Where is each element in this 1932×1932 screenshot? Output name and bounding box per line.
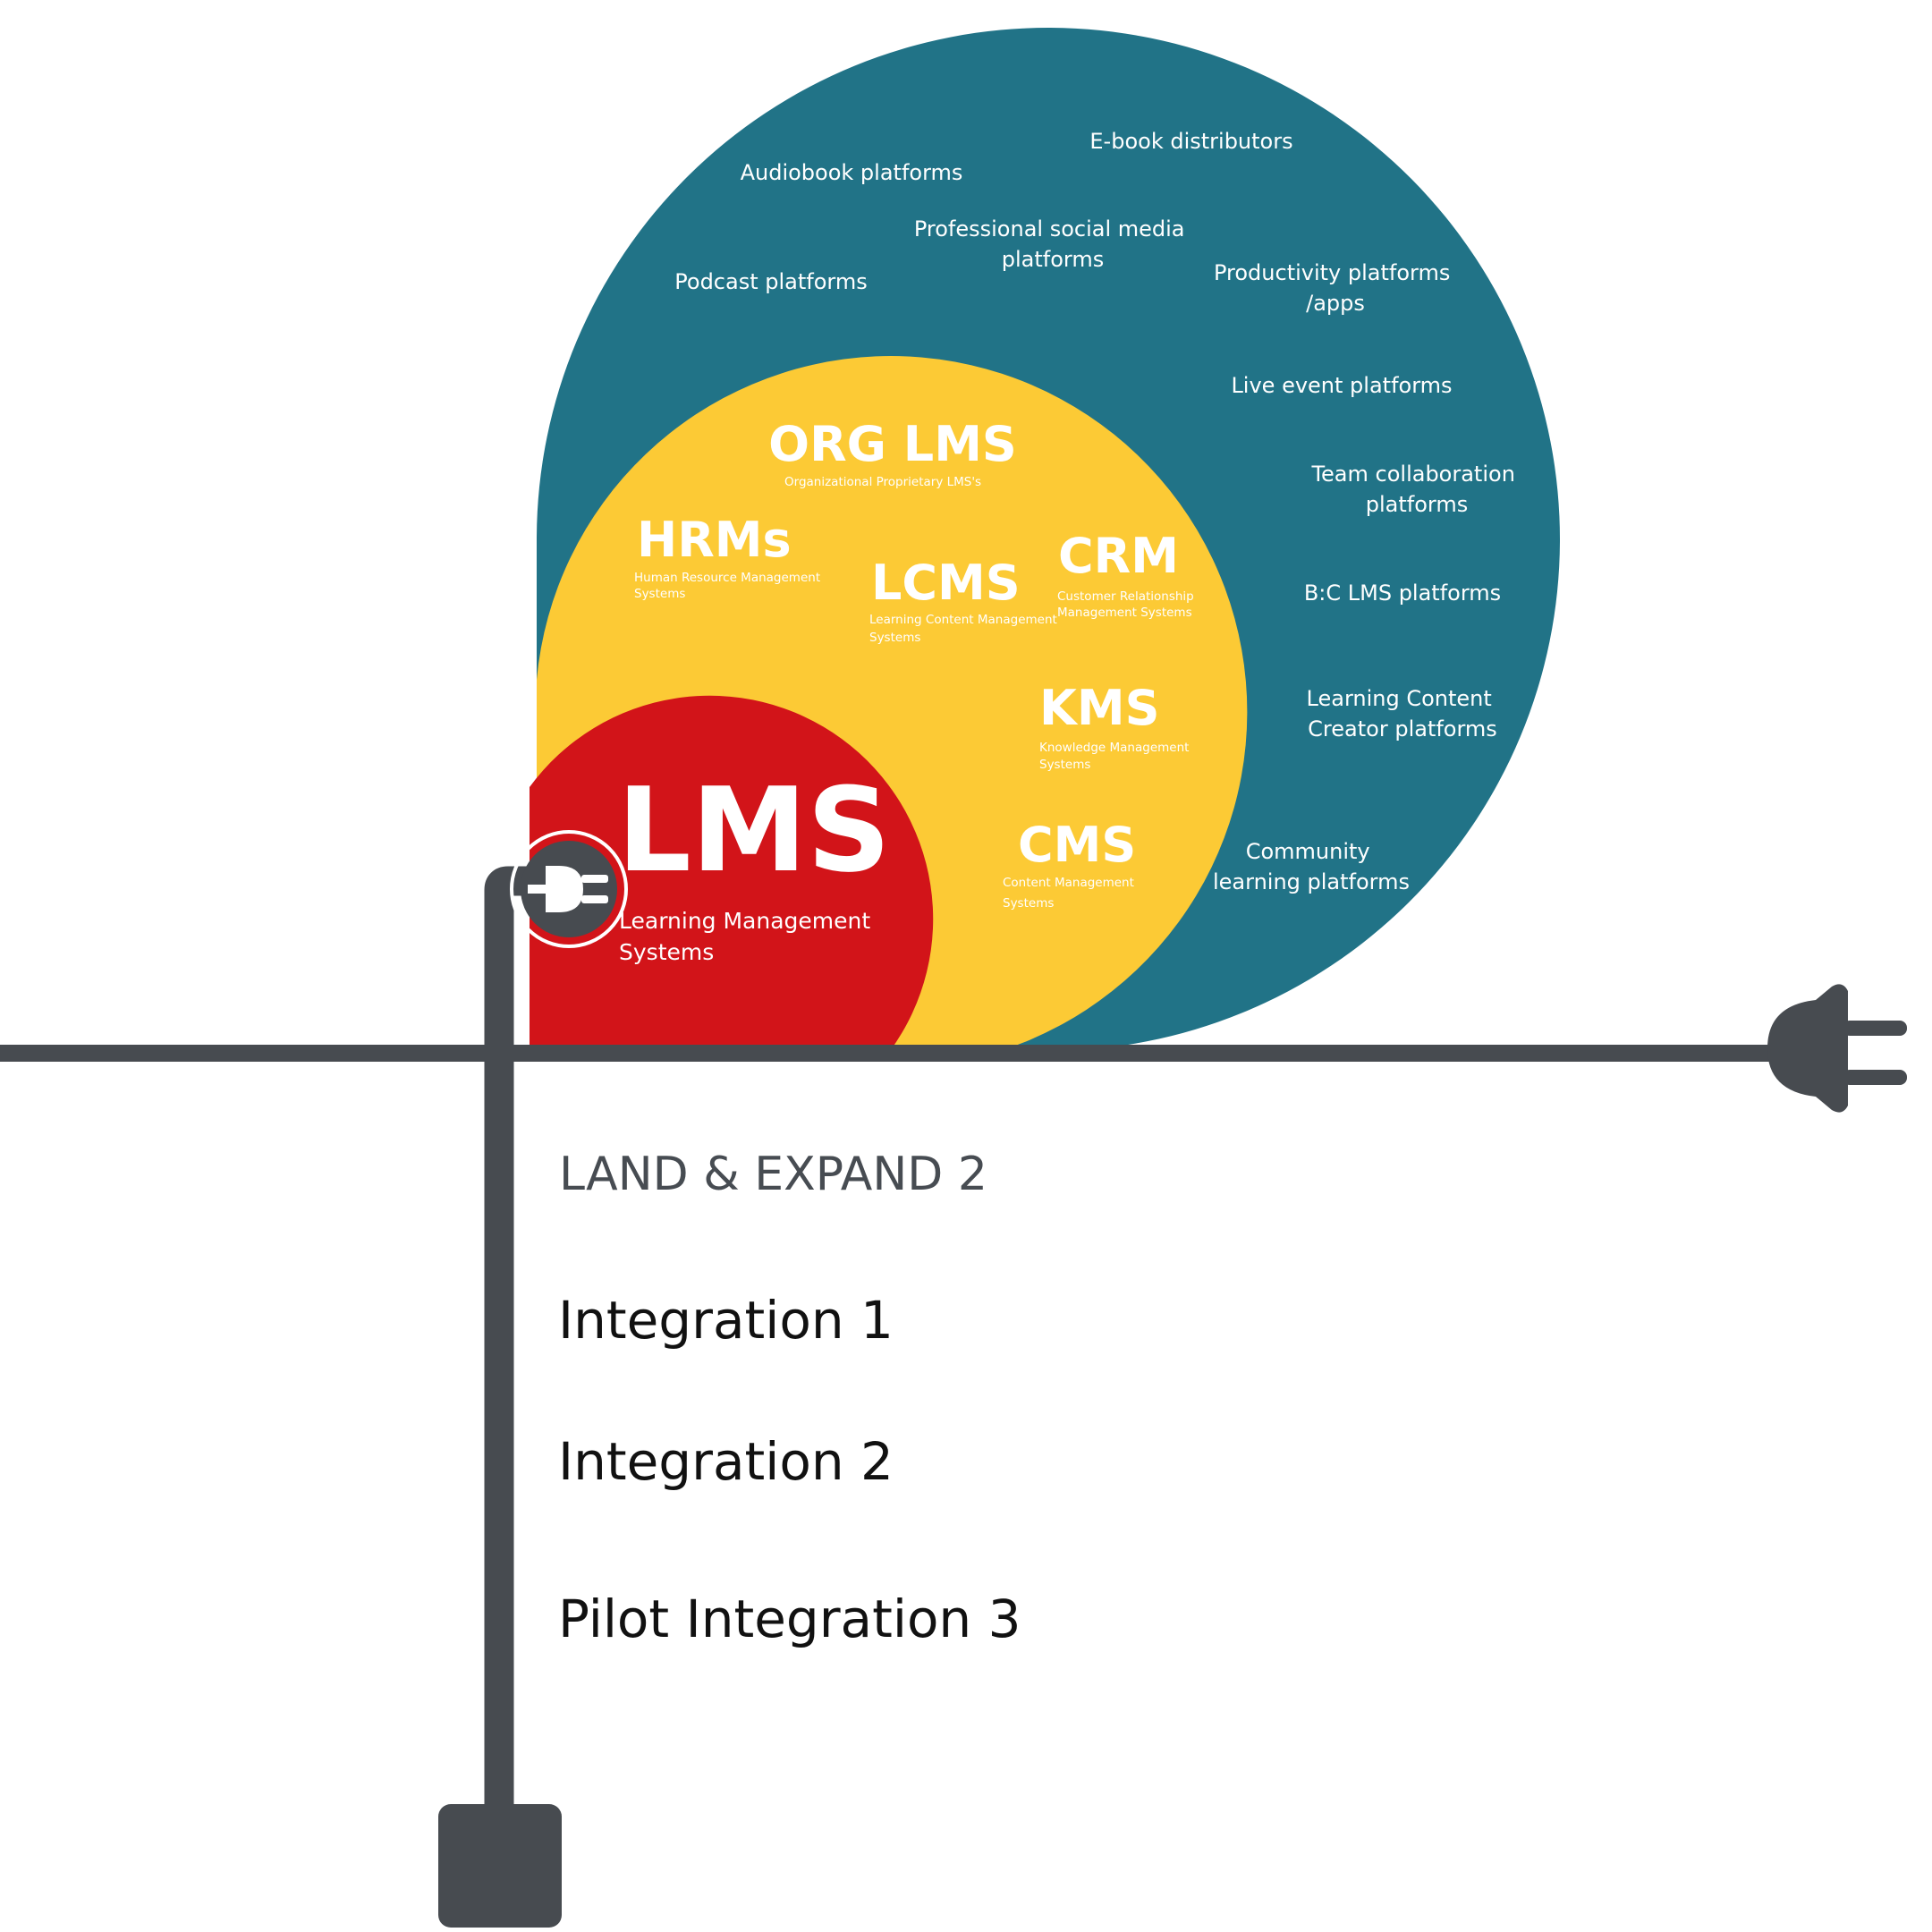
kms-label: KMS Knowledge Management Systems xyxy=(1039,680,1193,772)
svg-text:Learning Content Management: Learning Content Management Systems xyxy=(869,613,1061,645)
svg-text:LCMS: LCMS xyxy=(871,555,1021,611)
label-audiobook-platforms: Audiobook platforms xyxy=(741,160,963,185)
svg-text:ORG LMS: ORG LMS xyxy=(768,416,1017,472)
label-productivity-platforms: Productivity platforms /apps xyxy=(1214,260,1457,316)
cms-label: CMS Content Management Systems xyxy=(1003,817,1138,911)
label-ebook-distributors: E-book distributors xyxy=(1089,129,1292,154)
integration-item-1: Integration 1 xyxy=(558,1290,894,1351)
label-bc-lms-platforms: B:C LMS platforms xyxy=(1304,580,1501,606)
svg-text:KMS: KMS xyxy=(1039,680,1159,736)
lcms-label: LCMS Learning Content Management Systems xyxy=(869,555,1061,645)
plug-icon xyxy=(510,830,628,948)
label-learning-content-creator: Learning Content Creator platforms xyxy=(1307,686,1499,741)
core-circle xyxy=(530,695,934,1051)
svg-text:HRMs: HRMs xyxy=(637,512,792,568)
label-live-event-platforms: Live event platforms xyxy=(1231,373,1452,398)
svg-text:Content Management Sys: Content Management Systems xyxy=(1003,876,1138,911)
integration-item-2: Integration 2 xyxy=(558,1431,894,1492)
vertical-cable xyxy=(484,866,537,1816)
land-expand-heading: LAND & EXPAND 2 xyxy=(559,1148,987,1201)
outer-ring-labels: Audiobook platforms E-book distributors … xyxy=(674,129,1521,894)
integration-item-3: Pilot Integration 3 xyxy=(558,1589,1021,1649)
middle-ring-labels: ORG LMS Organizational Proprietary LMS's… xyxy=(634,416,1198,911)
svg-text:Human Resource Management: Human Resource Management Systems xyxy=(634,571,824,601)
org-lms-label: ORG LMS Organizational Proprietary LMS's xyxy=(768,416,1017,489)
svg-text:Customer Relationship: Customer Relationship Management Systems xyxy=(1057,589,1198,620)
label-podcast-platforms: Podcast platforms xyxy=(674,269,867,294)
wall-socket-icon xyxy=(438,1804,562,1928)
label-professional-social-media: Professional social media platforms xyxy=(914,216,1191,272)
hrms-label: HRMs Human Resource Management Systems xyxy=(634,512,824,601)
svg-text:Organizational Proprietary LMS: Organizational Proprietary LMS's xyxy=(784,475,981,489)
horizontal-cable xyxy=(0,1045,1798,1062)
core-labels: LMS Learning Management Systems xyxy=(617,762,891,965)
power-plug-icon xyxy=(1767,984,1907,1113)
svg-text:CMS: CMS xyxy=(1018,817,1136,873)
svg-text:CRM: CRM xyxy=(1058,528,1179,584)
label-team-collaboration: Team collaboration platforms xyxy=(1310,462,1521,517)
svg-text:Knowledge Management S: Knowledge Management Systems xyxy=(1039,741,1193,772)
crm-label: CRM Customer Relationship Management Sys… xyxy=(1057,528,1198,620)
core-title: LMS xyxy=(617,762,891,898)
label-community-learning: Community learning platforms xyxy=(1213,839,1410,894)
core-subtitle: Learning Management Systems xyxy=(619,908,877,965)
